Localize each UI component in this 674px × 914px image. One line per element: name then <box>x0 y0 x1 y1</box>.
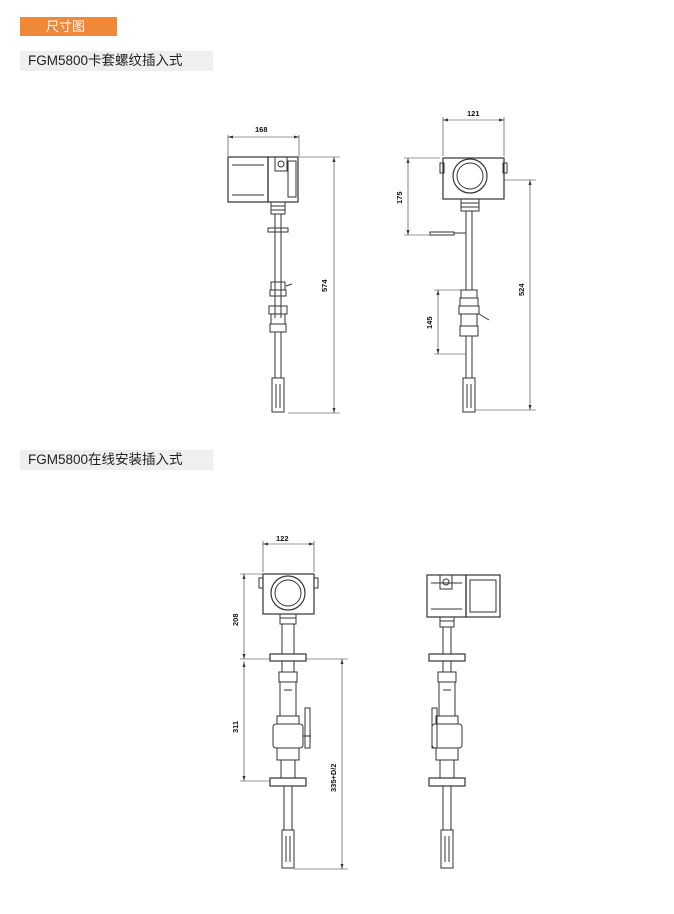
dim-length-front-2: 335+D/2 <box>329 763 338 792</box>
dim-length-front-1: 574 <box>320 279 329 292</box>
dim-head-front-2: 208 <box>231 613 240 626</box>
dim-head-side-1: 175 <box>395 191 404 204</box>
section-title-compression: FGM5800卡套螺纹插入式 <box>20 51 213 71</box>
dim-width-front-1: 168 <box>255 125 268 134</box>
section-title-online: FGM5800在线安装插入式 <box>20 450 213 470</box>
dim-width-side-1: 121 <box>467 109 480 118</box>
drawing-online-front <box>240 541 348 870</box>
dim-length-side-1: 524 <box>517 283 526 296</box>
dim-valve-front-2: 311 <box>231 721 240 733</box>
drawing-compression-front <box>227 135 340 414</box>
drawing-online-side <box>426 574 501 869</box>
dim-valve-side-1: 145 <box>425 316 434 329</box>
drawing-compression-side <box>404 117 536 413</box>
dim-width-front-2: 122 <box>276 534 289 543</box>
section-tag: 尺寸图 <box>20 17 117 36</box>
